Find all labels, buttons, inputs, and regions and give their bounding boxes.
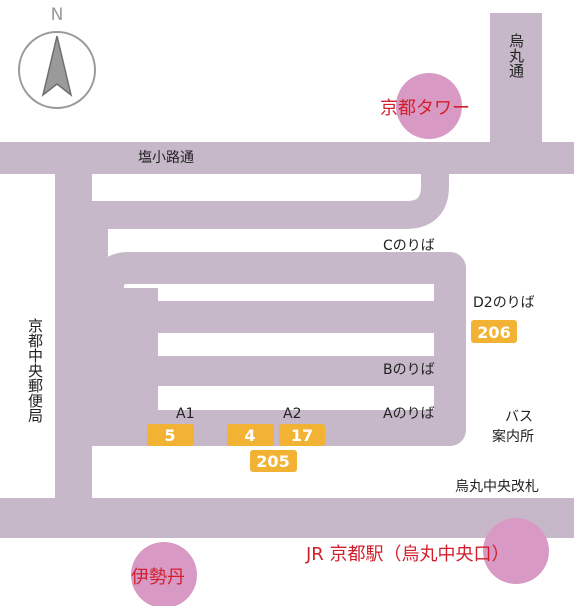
platform-b-lane (150, 356, 463, 386)
compass-icon: N (18, 5, 96, 109)
route-badge-4: 4 (227, 424, 274, 446)
isetan-marker (131, 542, 197, 606)
svg-text:206: 206 (477, 323, 510, 342)
route-badge-205: 205 (250, 450, 297, 472)
platform-a1-label: A1 (176, 406, 194, 422)
platform-d2-lane (128, 301, 463, 333)
route-badge-5: 5 (147, 424, 194, 446)
shiokoji-dori-label: 塩小路通 (138, 150, 194, 166)
terminal-entrance-road (92, 172, 449, 229)
route-badge-206: 206 (471, 320, 517, 343)
platform-left-lane (108, 288, 158, 438)
svg-text:17: 17 (291, 426, 313, 445)
bus-info-label-2: 案内所 (492, 428, 534, 445)
jr-kyoto-station-marker (483, 518, 549, 584)
post-office-label: 京都中央郵便局 (26, 318, 44, 424)
route-badge-17: 17 (279, 424, 325, 446)
platform-c-label: Cのりば (383, 238, 435, 254)
platform-b-label: Bのりば (383, 362, 435, 378)
shiokoji-dori-road (0, 142, 574, 174)
bus-info-label-1: バス (505, 409, 533, 425)
platform-a-label: Aのりば (383, 406, 435, 422)
jr-kyoto-station-label: JR 京都駅（烏丸中央口） (305, 544, 510, 565)
karasuma-central-gate-label: 烏丸中央改札 (455, 478, 539, 495)
compass-north-label: N (51, 5, 64, 25)
kyoto-tower-label: 京都タワー (380, 98, 470, 119)
isetan-label: 伊勢丹 (131, 567, 185, 588)
platform-a2-label: A2 (283, 406, 301, 422)
karasuma-dori-road (490, 13, 542, 145)
kyoto-tower-marker (396, 73, 462, 139)
svg-text:4: 4 (244, 426, 255, 445)
svg-text:205: 205 (256, 452, 289, 471)
svg-text:5: 5 (164, 426, 175, 445)
platform-d2-label: D2のりば (473, 295, 535, 311)
karasuma-dori-label: 烏丸通 (507, 33, 525, 78)
station-front-road (0, 498, 574, 538)
